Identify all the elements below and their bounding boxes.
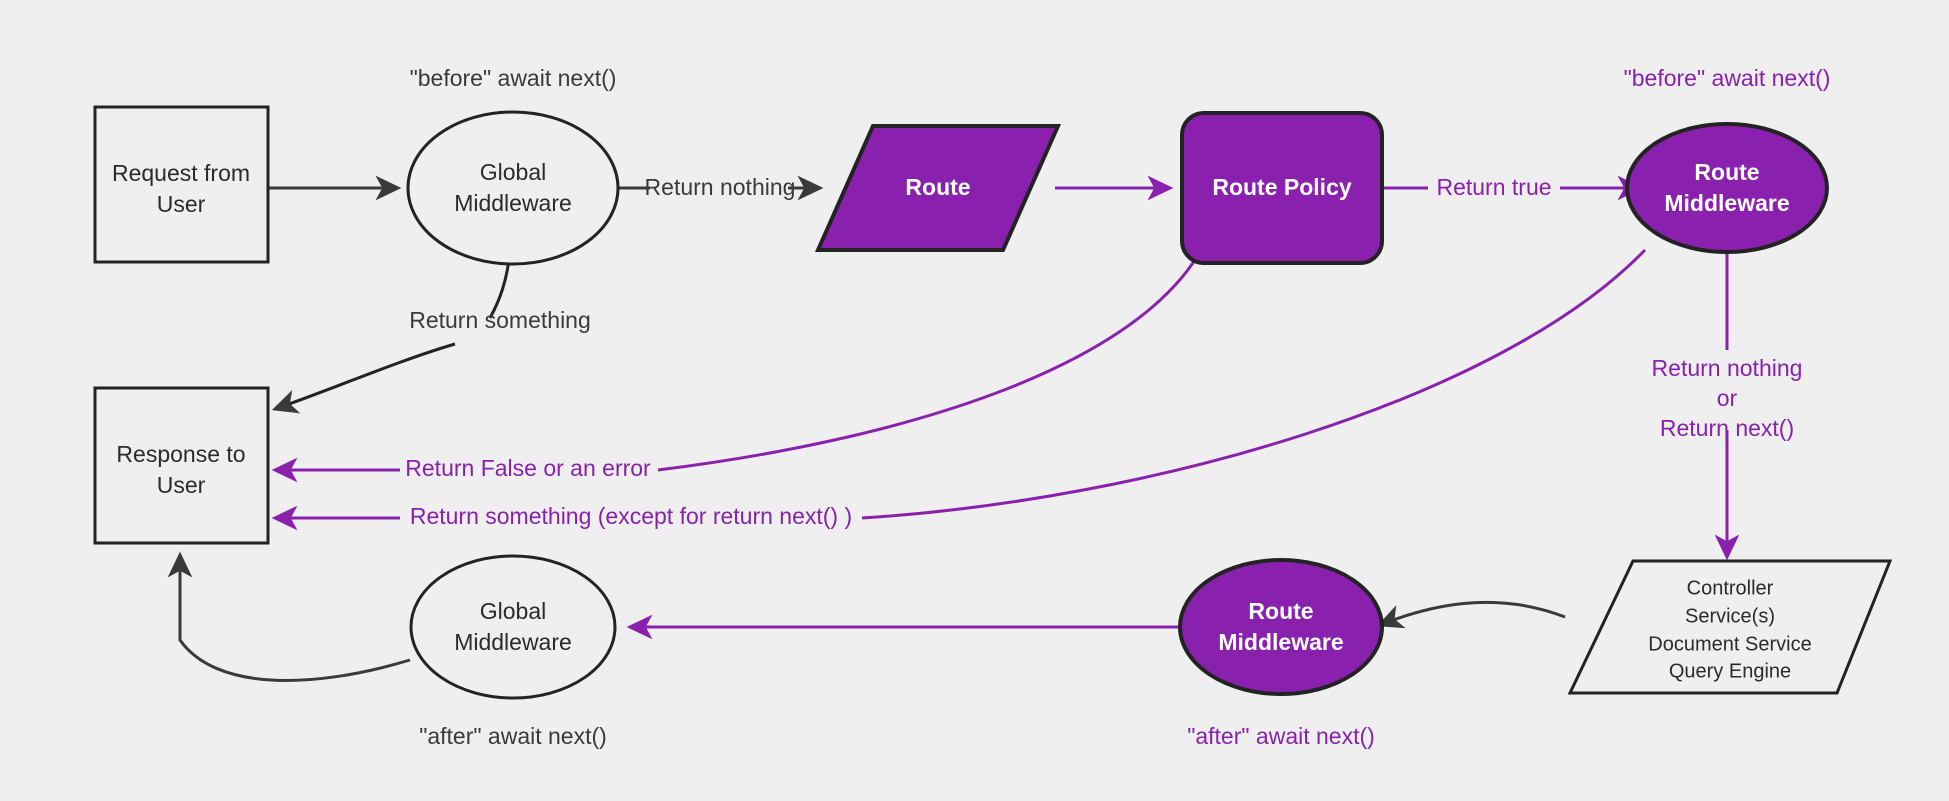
- node-request-from-user[interactable]: Request from User: [93, 105, 270, 264]
- node-route[interactable]: Route: [814, 124, 1062, 252]
- edge-label-return-something: Return something: [409, 307, 591, 333]
- global-middleware-top-label-line1: Global: [480, 159, 546, 185]
- controller-services-label-line2: Service(s): [1685, 605, 1775, 627]
- annotation-after-await-next-route: "after" await next(): [1187, 723, 1375, 749]
- annotation-before-await-next-global: "before" await next(): [410, 65, 617, 91]
- annotation-after-await-next-global: "after" await next(): [419, 723, 607, 749]
- edge-label-return-true: Return true: [1436, 174, 1551, 200]
- request-from-user-label-line1: Request from: [112, 160, 250, 186]
- edge-route-policy-return-false-curve: [657, 251, 1202, 472]
- edge-label-return-nothing-or-next-line2: or: [1717, 385, 1738, 411]
- node-controller-services[interactable]: Controller Service(s) Document Service Q…: [1567, 559, 1893, 695]
- edge-label-return-something-except-next: Return something (except for return next…: [410, 503, 852, 529]
- route-label: Route: [905, 174, 970, 200]
- node-global-middleware-bottom[interactable]: Global Middleware: [409, 554, 617, 700]
- global-middleware-bottom-label-line2: Middleware: [454, 629, 572, 655]
- node-route-policy[interactable]: Route Policy: [1180, 111, 1384, 265]
- edge-route-middleware-return-something-curve: [861, 248, 1647, 520]
- route-middleware-top-label-line1: Route: [1694, 159, 1759, 185]
- node-route-middleware-top[interactable]: Route Middleware: [1625, 122, 1829, 254]
- node-response-to-user[interactable]: Response to User: [93, 386, 270, 545]
- edge-global-middleware-return-something-lower: [271, 342, 456, 414]
- controller-services-label-line3: Document Service: [1648, 633, 1811, 655]
- controller-services-label-line4: Query Engine: [1669, 660, 1791, 682]
- edge-label-return-nothing-or-next-line1: Return nothing: [1652, 355, 1803, 381]
- annotation-before-await-next-route: "before" await next(): [1624, 65, 1831, 91]
- route-middleware-top-label-line2: Middleware: [1664, 190, 1789, 216]
- edge-label-return-false-or-error: Return False or an error: [405, 455, 651, 481]
- route-policy-label: Route Policy: [1212, 174, 1352, 200]
- node-global-middleware-top[interactable]: Global Middleware: [406, 110, 620, 266]
- response-to-user-label-line1: Response to: [116, 441, 245, 467]
- response-to-user-label-line2: User: [157, 472, 206, 498]
- edge-controller-to-route-middleware-bottom: [1376, 600, 1566, 629]
- node-route-middleware-bottom[interactable]: Route Middleware: [1178, 558, 1384, 696]
- edge-global-middleware-bottom-to-response: [167, 551, 411, 682]
- request-from-user-label-line2: User: [157, 191, 206, 217]
- route-middleware-bottom-label-line2: Middleware: [1218, 629, 1343, 655]
- edge-label-return-nothing-or-next-line3: Return next(): [1660, 415, 1794, 441]
- edge-label-return-nothing: Return nothing: [645, 174, 796, 200]
- controller-services-label-line1: Controller: [1687, 577, 1774, 599]
- route-middleware-bottom-label-line1: Route: [1248, 598, 1313, 624]
- global-middleware-bottom-label-line1: Global: [480, 598, 546, 624]
- global-middleware-top-label-line2: Middleware: [454, 190, 572, 216]
